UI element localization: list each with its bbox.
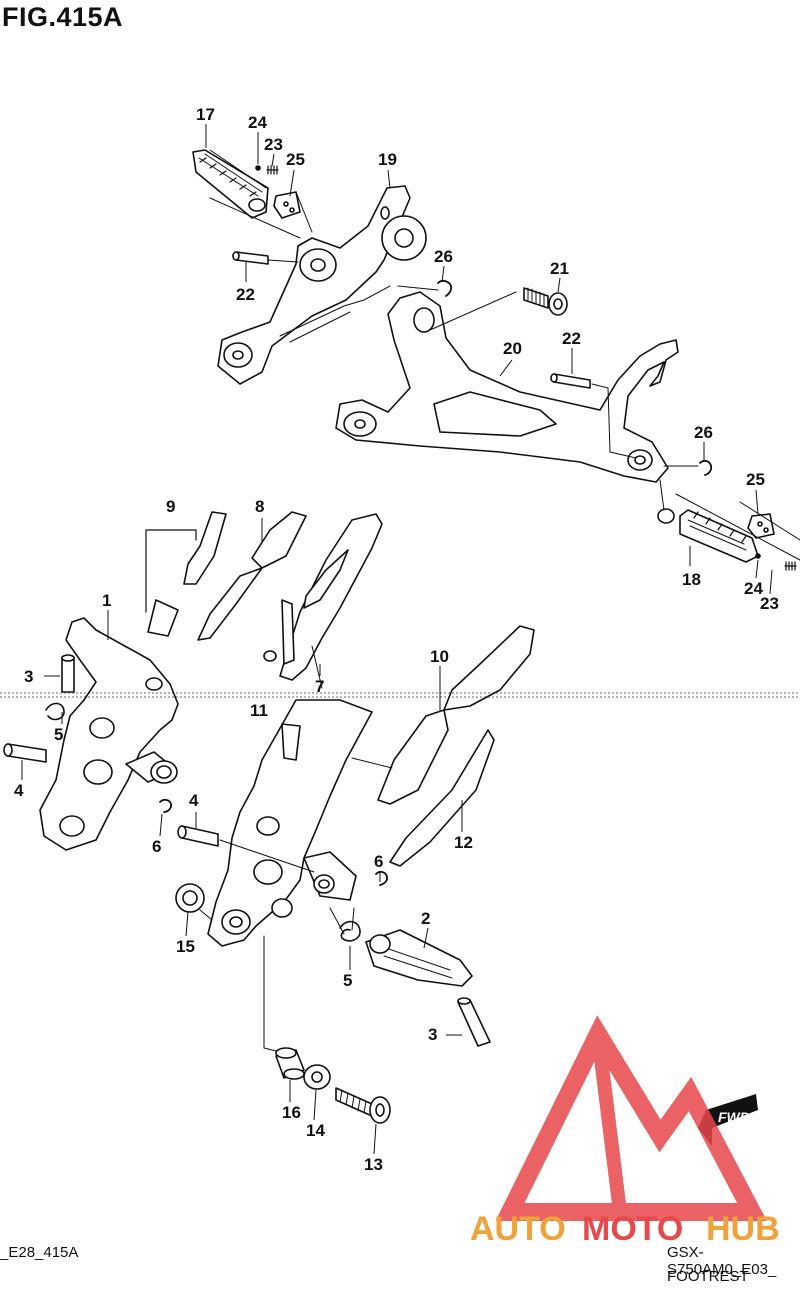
model-code: GSX-S750AM0_E03_ [667, 1244, 777, 1278]
callout-4: 4 [14, 781, 24, 800]
bolt-4-left [3, 743, 47, 763]
callout-24-right: 24 [744, 579, 763, 598]
callout-21: 21 [550, 259, 569, 278]
fwd-arrow-icon: FWD [698, 1094, 758, 1146]
callout-14: 14 [306, 1121, 325, 1140]
callout-24: 24 [248, 113, 267, 132]
rear-bracket-bolt-21 [523, 287, 568, 316]
callout-13: 13 [364, 1155, 383, 1174]
section-name: FOOTREST [667, 1268, 749, 1285]
callout-26-right: 26 [694, 423, 713, 442]
front-peg-shaft [125, 751, 178, 784]
rear-peg-pin-22 [232, 251, 269, 265]
heel-guard-12 [389, 729, 495, 867]
brand-auto: AUTO [470, 1210, 566, 1248]
front-footrest-peg-2 [365, 929, 473, 987]
callout-22-right: 22 [562, 329, 581, 348]
rear-peg-pin-22-right [550, 373, 591, 389]
callout-22: 22 [236, 285, 255, 304]
callout-3-right: 3 [428, 1025, 437, 1044]
callout-26: 26 [434, 247, 453, 266]
rear-peg-ball-24 [255, 165, 261, 171]
callout-6-right: 6 [374, 852, 383, 871]
callout-5-right: 5 [343, 971, 352, 990]
callout-8: 8 [255, 497, 264, 516]
e-ring-6-left [159, 798, 173, 813]
pin-3-left [61, 654, 75, 693]
spring-5-left [45, 702, 65, 721]
callout-25-right: 25 [746, 470, 765, 489]
heel-guard-9 [147, 511, 227, 637]
front-footrest-bracket-1 [39, 617, 179, 851]
bolt-4-right [177, 825, 219, 847]
figure-title: FIG.415A [2, 2, 124, 32]
fwd-label: FWD [718, 1109, 750, 1125]
rear-bracket-20 [335, 291, 679, 483]
callout-10: 10 [430, 647, 449, 666]
heel-guard-10 [377, 625, 535, 805]
rear-peg-plate-25 [273, 191, 301, 219]
rear-peg-spring-23 [266, 165, 279, 175]
callout-9: 9 [166, 497, 175, 516]
brand-hub: HUB [706, 1210, 780, 1248]
callout-3: 3 [24, 667, 33, 686]
callout-7: 7 [315, 677, 324, 696]
callout-19: 19 [378, 150, 397, 169]
callout-18: 18 [682, 570, 701, 589]
e-ring-6-right [375, 870, 389, 886]
front-footrest-bracket-11 [207, 699, 373, 947]
callout-23: 23 [264, 135, 283, 154]
figure-code-left: _E28_415A [0, 1244, 79, 1261]
leader-lines [21, 124, 773, 1155]
scan-artifact-band [0, 690, 800, 698]
callout-25: 25 [286, 150, 305, 169]
rear-footrest-peg-18 [657, 508, 759, 563]
callout-23-right: 23 [760, 594, 779, 613]
washer-15 [175, 883, 205, 913]
heel-guard-7 [263, 513, 383, 689]
washer-14 [303, 1064, 331, 1090]
callout-5: 5 [54, 725, 63, 744]
pin-3-right [457, 997, 491, 1047]
rear-footrest-bracket-19 [217, 185, 427, 385]
e-ring-26-upper [437, 279, 453, 297]
collar-16 [275, 1047, 305, 1080]
callout-16: 16 [282, 1103, 301, 1122]
callout-20: 20 [503, 339, 522, 358]
callout-17: 17 [196, 105, 215, 124]
callout-1: 1 [102, 591, 111, 610]
heel-guard-8 [197, 511, 307, 641]
callout-11: 11 [250, 701, 268, 720]
automotohub-watermark-logo [495, 1015, 767, 1221]
callout-6: 6 [152, 837, 161, 856]
callout-4-right: 4 [189, 791, 199, 810]
rear-peg-ball-24-right [755, 553, 761, 559]
callout-labels: 17 24 23 25 19 26 22 21 22 20 26 25 18 2… [14, 105, 779, 1174]
rear-peg-spring-23-right [784, 561, 797, 571]
callout-2: 2 [421, 909, 430, 928]
rear-footrest-peg-17 [192, 149, 269, 219]
callout-15: 15 [176, 937, 195, 956]
e-ring-26-right [699, 459, 713, 476]
brand-moto: MOTO [582, 1210, 683, 1248]
bolt-13 [335, 1087, 391, 1124]
callout-12: 12 [454, 833, 473, 852]
